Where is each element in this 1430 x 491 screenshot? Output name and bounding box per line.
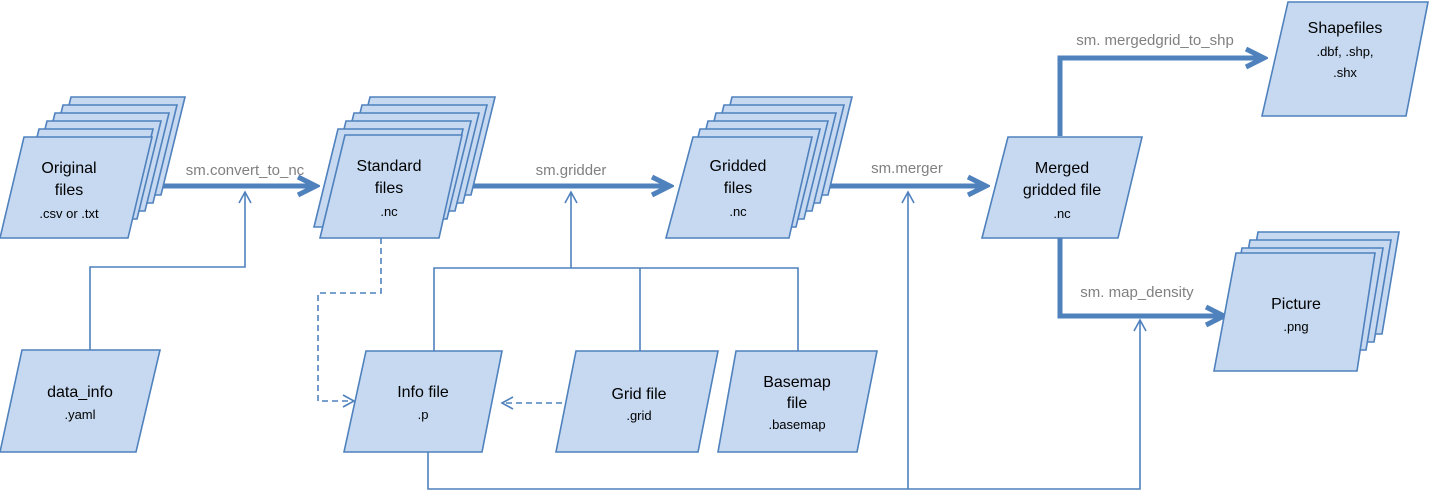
step-merger-label: sm.merger (871, 160, 943, 177)
grid-file-ext: .grid (626, 408, 651, 423)
connectors (89, 58, 1264, 490)
line-info-to-merger-density (427, 318, 1147, 490)
step-density-label: sm. map_density (1080, 284, 1194, 301)
basemap-ext: .basemap (768, 417, 825, 432)
standard-title-1: Standard (357, 158, 422, 175)
original-title-2: files (55, 182, 83, 199)
node-gridded-files: Gridded files .nc (664, 96, 854, 239)
line-inputs-to-gridder (433, 267, 799, 352)
info-file-title: Info file (397, 384, 449, 401)
node-info-file: Info file .p (343, 350, 503, 453)
arrow-merged-to-picture (1057, 238, 1224, 316)
picture-ext: .png (1283, 319, 1308, 334)
data-info-title: data_info (47, 384, 113, 401)
merged-title-2: gridded file (1023, 182, 1101, 199)
original-title-1: Original (41, 160, 96, 177)
node-original-files: Original files .csv or .txt (0, 96, 187, 239)
basemap-title-2: file (787, 395, 808, 412)
node-merged-gridded-file: Merged gridded file .nc (980, 136, 1144, 239)
info-file-ext: .p (418, 407, 429, 422)
grid-file-title: Grid file (611, 386, 666, 403)
gridded-ext: .nc (729, 204, 747, 219)
basemap-title-1: Basemap (763, 374, 831, 391)
node-picture: Picture .png (1213, 231, 1400, 372)
step-labels: sm.convert_to_nc sm.gridder sm.merger sm… (186, 32, 1234, 301)
step-to-shp-label: sm. mergedgrid_to_shp (1076, 32, 1234, 49)
step-gridder-label: sm.gridder (536, 162, 607, 179)
data-info-ext: .yaml (64, 407, 95, 422)
gridded-title-1: Gridded (710, 158, 767, 175)
shapefiles-ext-2: .shx (1333, 65, 1357, 80)
standard-ext: .nc (380, 204, 398, 219)
standard-title-2: files (375, 180, 403, 197)
original-ext: .csv or .txt (39, 206, 99, 221)
step-convert-label: sm.convert_to_nc (186, 162, 305, 179)
merged-title-1: Merged (1035, 160, 1089, 177)
shapefiles-title: Shapefiles (1308, 20, 1383, 37)
node-shapefiles: Shapefiles .dbf, .shp, .shx (1260, 1, 1429, 117)
arrow-merged-to-shapefiles (1057, 58, 1264, 136)
line-data-info-to-convert (89, 190, 252, 350)
node-standard-files: Standard files .nc (312, 96, 497, 239)
node-basemap-file: Basemap file .basemap (717, 350, 878, 453)
gridded-title-2: files (724, 180, 752, 197)
picture-title: Picture (1271, 296, 1321, 313)
shapefiles-ext-1: .dbf, .shp, (1316, 44, 1373, 59)
merged-ext: .nc (1053, 206, 1071, 221)
node-grid-file: Grid file .grid (555, 350, 719, 453)
node-data-info: data_info .yaml (0, 349, 162, 453)
